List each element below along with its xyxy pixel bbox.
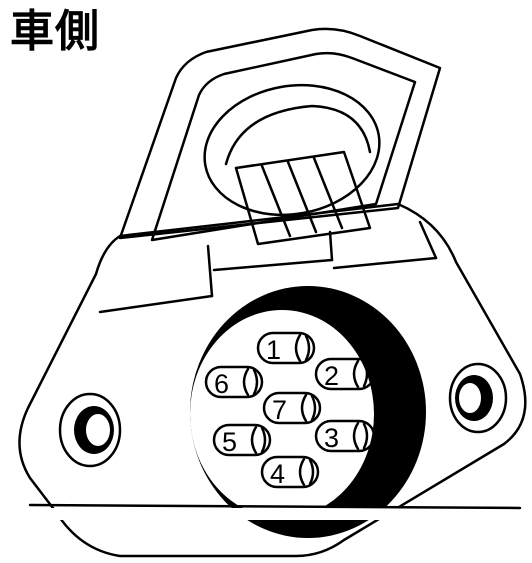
- pin-6-label: 6: [214, 369, 229, 399]
- pin-1-label: 1: [266, 335, 281, 365]
- pin-5: 5: [212, 423, 272, 457]
- pin-7: 7: [262, 391, 322, 425]
- pin-4: 4: [260, 455, 320, 489]
- socket-opening: [0, 286, 532, 538]
- pin-6: 6: [204, 365, 264, 399]
- pin-7-label: 7: [272, 395, 287, 425]
- pin-5-label: 5: [222, 427, 237, 457]
- mounting-hole-left: [58, 392, 122, 468]
- pin-array: 1 6 2 7 5 3: [204, 331, 376, 489]
- pin-2: 2: [314, 357, 376, 391]
- pin-2-label: 2: [324, 361, 339, 391]
- connector-body: [18, 202, 527, 558]
- pin-4-label: 4: [270, 459, 285, 489]
- pin-3: 3: [314, 419, 376, 453]
- page-title: 車側: [10, 6, 100, 57]
- mounting-hole-right: [448, 362, 508, 434]
- connector-lid: [118, 27, 442, 246]
- pin-1: 1: [256, 331, 316, 365]
- pin-3-label: 3: [324, 423, 339, 453]
